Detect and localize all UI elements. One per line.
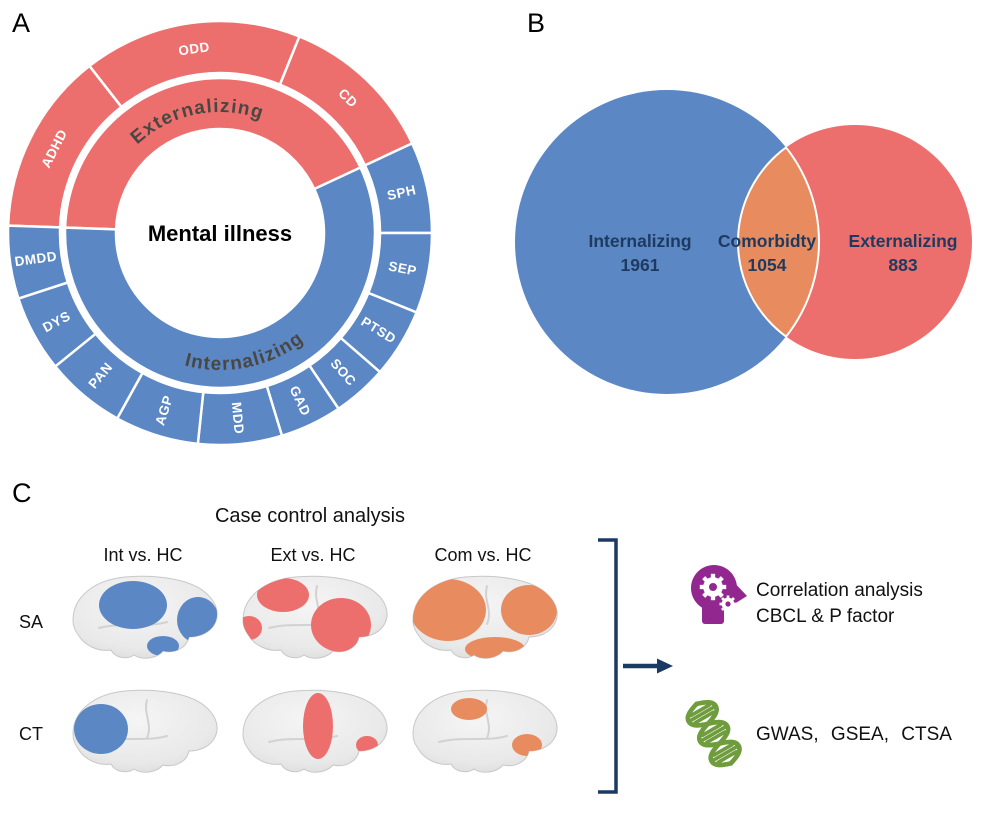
activation-patch: [303, 693, 333, 759]
sunburst-label-odd: ODD: [177, 39, 210, 58]
panel-b-letter: B: [527, 8, 545, 38]
sunburst-label-mdd: MDD: [229, 401, 247, 435]
head-gears-icon: [691, 565, 747, 624]
sunburst-inner-internalizing: [63, 165, 377, 390]
panel-c-letter: C: [12, 478, 32, 508]
gear-hole: [725, 601, 731, 607]
sunburst-label-dmdd: DMDD: [14, 249, 58, 270]
sunburst-center-label: Mental illness: [148, 221, 292, 246]
brain-map-ct-ext: [242, 689, 388, 773]
row-label-sa: SA: [19, 612, 43, 632]
cbcl-pfactor-text: CBCL & P factor: [756, 606, 895, 627]
activation-patch: [147, 636, 179, 656]
col-header-com: Com vs. HC: [434, 545, 531, 565]
activation-patch: [257, 578, 309, 612]
activation-patch: [501, 585, 557, 635]
brain-map-sa-int: [72, 575, 218, 659]
activation-patch: [465, 637, 525, 659]
sunburst-inner-externalizing: [63, 76, 363, 231]
genetics-analyses-text: GWAS, GSEA, CTSA: [756, 724, 952, 745]
venn-internalizing-count: 1961: [621, 255, 660, 275]
gear-hole: [709, 583, 717, 591]
activation-patch: [243, 616, 262, 640]
venn-internalizing-circle: [515, 90, 819, 394]
col-header-ext: Ext vs. HC: [270, 545, 355, 565]
activation-patch: [451, 698, 487, 720]
activation-patch: [413, 586, 440, 610]
activation-patch: [74, 704, 128, 754]
venn-overlap-edge: [738, 125, 820, 359]
activation-patch: [99, 581, 167, 629]
panel-a-letter: A: [12, 8, 30, 38]
brain-map-sa-ext: [242, 575, 388, 659]
brain-map-ct-int: [72, 689, 218, 773]
row-label-ct: CT: [19, 724, 43, 744]
venn-externalizing-label: Externalizing: [849, 231, 958, 251]
activation-patch: [413, 579, 486, 641]
grouping-bracket: [598, 538, 618, 794]
sunburst-label-sph: SPH: [386, 182, 418, 203]
activation-patch: [512, 734, 542, 756]
sunburst-segment-dmdd: [6, 224, 70, 301]
venn-overlap-label: Comorbidty: [718, 231, 816, 251]
activation-patch: [311, 598, 371, 652]
venn-internalizing-label: Internalizing: [588, 231, 691, 251]
sunburst-label-sep: SEP: [387, 258, 418, 278]
venn-overlap-count: 1054: [748, 255, 787, 275]
venn-externalizing-count: 883: [888, 255, 917, 275]
arrow-right-icon: [657, 658, 673, 674]
brain-map-ct-com: [412, 689, 558, 773]
brain-map-sa-com: [412, 575, 558, 659]
venn-diagram: Internalizing 1961 Comorbidty 1054 Exter…: [515, 90, 972, 394]
dna-icon: [685, 699, 742, 768]
col-header-int: Int vs. HC: [103, 545, 182, 565]
case-control-title: Case control analysis: [215, 505, 405, 527]
correlation-analysis-text: Correlation analysis: [756, 580, 923, 601]
venn-overlap-region: [737, 124, 819, 360]
